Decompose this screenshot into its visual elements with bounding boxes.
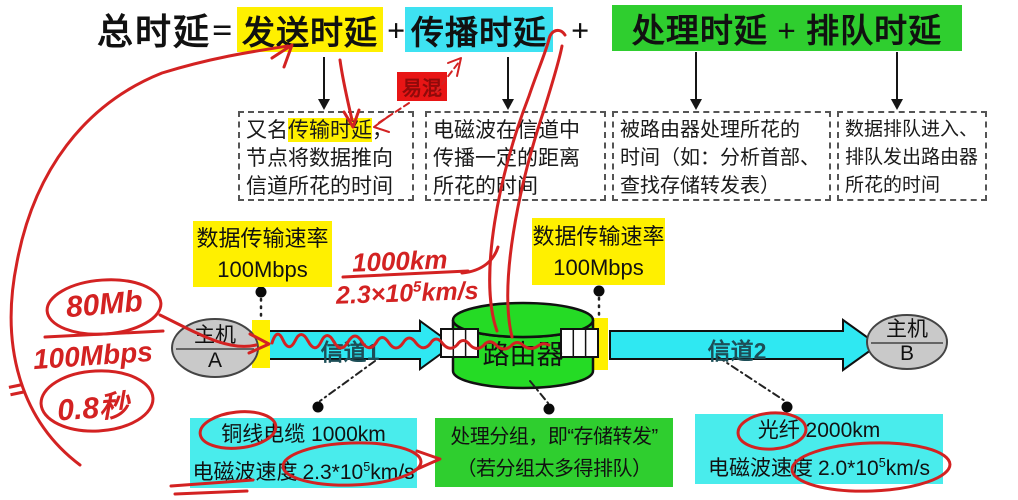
note-line: 光纤 2000km bbox=[757, 418, 881, 442]
note-callout-dot bbox=[312, 401, 324, 413]
term-transmission-delay: 发送时延 bbox=[237, 7, 383, 52]
data-rate-label: 数据传输速率 bbox=[196, 226, 329, 251]
easily-confused-badge: 易混 bbox=[397, 72, 447, 101]
highlight-alias: 传输时延 bbox=[288, 118, 372, 142]
host-a-label: 主机 A bbox=[171, 323, 259, 373]
definition-processing-delay: 被路由器处理所花的 时间（如：分析首部、 查找存储转发表） bbox=[612, 111, 831, 201]
host-a-letter: A bbox=[207, 349, 222, 372]
title-plus-1: + bbox=[387, 12, 406, 48]
badge-arrowhead bbox=[447, 57, 462, 77]
channel2-label: 信道2 bbox=[707, 338, 767, 364]
term-processing-queuing-delay: 处理时延 + 排队时延 bbox=[612, 5, 962, 51]
data-rate-value: 100Mbps bbox=[217, 257, 308, 282]
term-propagation-delay: 传播时延 bbox=[405, 7, 553, 52]
channel1-label: 信道1 bbox=[320, 339, 380, 365]
title-equals: = bbox=[212, 10, 233, 50]
definition-line: 时间（如：分析首部、 bbox=[620, 147, 820, 169]
title-total-delay: 总时延 bbox=[97, 12, 212, 52]
data-rate-box-left: 数据传输速率 100Mbps bbox=[193, 221, 332, 287]
host-b-name: 主机 bbox=[886, 318, 928, 341]
host-b-label: 主机 B bbox=[867, 318, 947, 366]
note-line: 铜线电缆 1000km bbox=[221, 422, 386, 446]
dropline-dot bbox=[593, 285, 605, 297]
title-plus-2: + bbox=[571, 12, 590, 48]
definition-line: 传播一定的距离 bbox=[433, 146, 580, 170]
definition-line: 被路由器处理所花的 bbox=[620, 119, 800, 141]
handwritten-speed: 2.3×105km/s bbox=[335, 276, 479, 310]
definition-line: 数据排队进入、 bbox=[845, 119, 979, 140]
definition-line: 排队发出路由器 bbox=[845, 147, 979, 168]
definition-transmission-delay: 又名传输时延， 节点将数据推向 信道所花的时间 bbox=[238, 111, 414, 201]
note-line: 处理分组，即“存储转发” bbox=[450, 425, 658, 448]
definition-line: 节点将数据推向 bbox=[246, 146, 393, 170]
pen-fraction-tail bbox=[460, 245, 500, 275]
handwritten-result: 0.8秒 bbox=[56, 389, 131, 428]
definition-propagation-delay: 电磁波在信道中 传播一定的距离 所花的时间 bbox=[425, 111, 606, 201]
data-rate-value: 100Mbps bbox=[553, 254, 644, 280]
note-callout-dot bbox=[781, 401, 793, 413]
definition-line: 所花的时间 bbox=[845, 175, 941, 196]
host-a-name: 主机 bbox=[194, 324, 236, 347]
nic-connector-right bbox=[591, 318, 608, 370]
handwritten-rate: 100Mbps bbox=[32, 335, 154, 376]
handwritten-data-size: 80Mb bbox=[64, 284, 144, 325]
definition-line: 电磁波在信道中 bbox=[433, 118, 580, 142]
handwritten-distance: 1000km bbox=[351, 244, 448, 278]
note-store-and-forward: 处理分组，即“存储转发” （若分组太多得排队） bbox=[435, 418, 673, 487]
definition-line: 查找存储转发表） bbox=[620, 175, 780, 197]
definition-line: 又名传输时延， bbox=[246, 118, 393, 142]
handwritten-equals: = bbox=[4, 372, 28, 407]
definition-line: 所花的时间 bbox=[433, 174, 538, 198]
data-rate-label: 数据传输速率 bbox=[532, 223, 665, 249]
router-label: 路由器 bbox=[482, 340, 564, 370]
note-callout-dot bbox=[543, 403, 555, 415]
definition-line: 信道所花的时间 bbox=[246, 174, 393, 198]
dropline-dot bbox=[255, 286, 267, 298]
pen-underline bbox=[173, 489, 249, 496]
host-b-letter: B bbox=[899, 342, 914, 365]
definition-queuing-delay: 数据排队进入、 排队发出路由器 所花的时间 bbox=[837, 111, 987, 201]
note-line: （若分组太多得排队） bbox=[456, 457, 653, 480]
data-rate-box-right: 数据传输速率 100Mbps bbox=[532, 218, 665, 285]
